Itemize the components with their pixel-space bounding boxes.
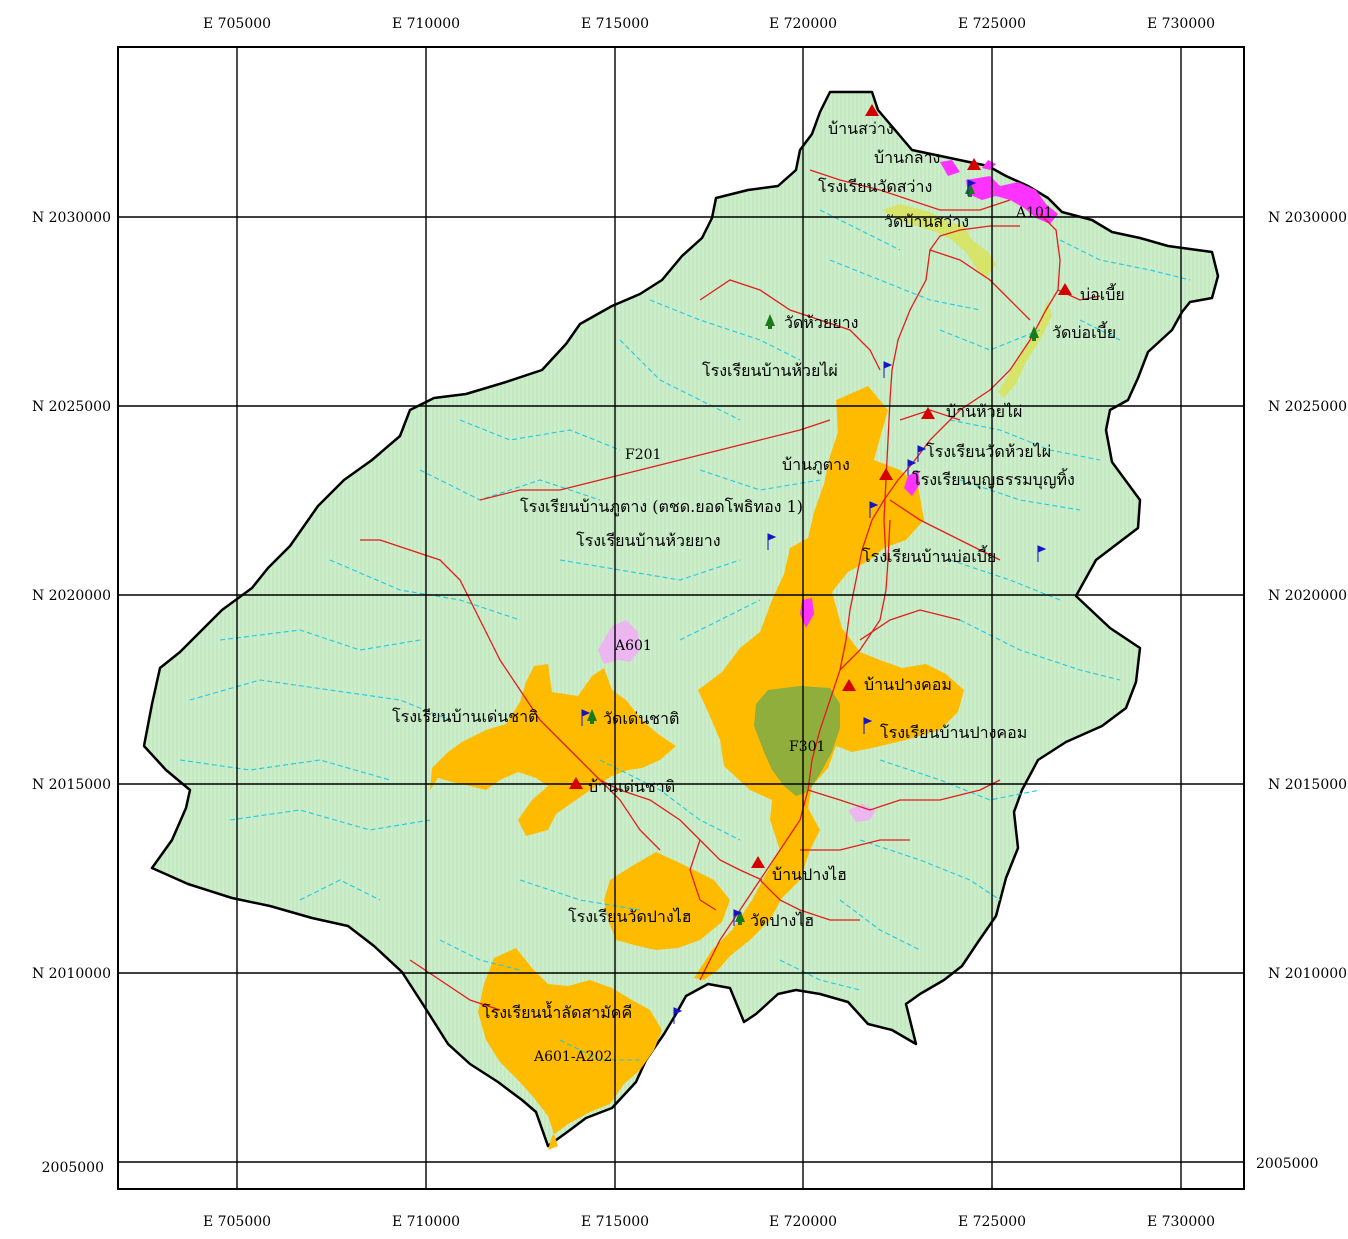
easting-label: E 715000 <box>581 1214 649 1230</box>
zone-label-a601: A601 <box>614 638 652 654</box>
place-label-ban-huai-phai: บ้านห้วยไผ่ <box>946 402 1022 421</box>
zone-label-a101: A101 <box>1015 205 1053 221</box>
place-label-school-nam-lat: โรงเรียนน้ำลัดสามัคคี <box>482 1001 632 1022</box>
place-label-school-huai-yang: โรงเรียนบ้านห้วยยาง <box>576 531 721 550</box>
village-icon[interactable] <box>921 407 935 419</box>
easting-label: E 705000 <box>203 1214 271 1230</box>
school-flag-icon[interactable] <box>907 459 917 476</box>
village-icon[interactable] <box>751 856 765 868</box>
watershed-boundary <box>142 90 1220 1148</box>
northing-label: N 2025000 <box>1268 399 1347 415</box>
place-label-wat-huai-yang: วัดห้วยยาง <box>784 313 858 332</box>
village-icon[interactable] <box>842 679 856 691</box>
orchard-zones <box>598 620 876 822</box>
place-label-wat-pang-hai: วัดปางไฮ <box>750 911 814 930</box>
northing-label: N 2025000 <box>32 399 111 415</box>
place-label-bo-bia: บ่อเบี้ย <box>1080 283 1125 304</box>
northing-label: N 2020000 <box>1268 588 1347 604</box>
northing-labels-left: N 2030000 N 2025000 N 2020000 N 2015000 … <box>32 210 111 1176</box>
northing-label: N 2010000 <box>1268 966 1347 982</box>
school-flag-icon[interactable] <box>767 533 777 550</box>
place-label-wat-ban-sawang: วัดบ้านสว่าง <box>884 212 969 231</box>
school-flag-icon[interactable] <box>863 717 873 734</box>
place-label-wat-den-chat: วัดเด่นชาติ <box>603 709 679 728</box>
place-label-school-bunthamm: โรงเรียนบุญธรรมบุญทิ้ง <box>912 468 1075 490</box>
northing-label: N 2030000 <box>32 210 111 226</box>
school-flag-icon[interactable] <box>869 501 879 518</box>
northing-label: N 2020000 <box>32 588 111 604</box>
temple-icon[interactable] <box>587 709 597 724</box>
place-label-school-den-chat: โรงเรียนบ้านเด่นชาติ <box>392 707 538 726</box>
easting-label: E 720000 <box>769 16 837 32</box>
place-label-ban-klang: บ้านกลาง <box>874 148 940 167</box>
temple-icon[interactable] <box>1029 326 1039 341</box>
school-flag-icon[interactable] <box>883 361 893 378</box>
school-flag-icon[interactable] <box>917 445 927 462</box>
school-flag-icon[interactable] <box>1037 545 1047 562</box>
northing-label: N 2030000 <box>1268 210 1347 226</box>
northing-label: 2005000 <box>1256 1156 1318 1172</box>
easting-label: E 725000 <box>958 16 1026 32</box>
temple-markers <box>587 182 1039 925</box>
place-label-ban-pang-hai: บ้านปางไฮ <box>772 865 847 884</box>
zone-label-a601-a202: A601-A202 <box>533 1049 612 1065</box>
temple-icon[interactable] <box>765 314 775 329</box>
place-label-ban-pang-khom: บ้านปางคอม <box>864 675 952 694</box>
place-label-ban-sawang: บ้านสว่าง <box>828 119 894 138</box>
place-label-school-wat-huai-phai: โรงเรียนวัดห้วยไผ่ <box>926 442 1051 461</box>
reservoir-zone <box>754 686 840 796</box>
place-label-school-phu-tang: โรงเรียนบ้านภูตาง (ตชด.ยอดโพธิทอง 1) <box>520 497 803 517</box>
grid-lines <box>118 47 1244 1189</box>
easting-label: E 730000 <box>1147 16 1215 32</box>
place-label-school-wat-sawang: โรงเรียนวัดสว่าง <box>818 177 932 196</box>
place-label-school-bo-bia: โรงเรียนบ้านบ่อเบี้ย <box>862 545 996 566</box>
easting-label: E 730000 <box>1147 1214 1215 1230</box>
northing-label: N 2015000 <box>1268 777 1347 793</box>
easting-label: E 725000 <box>958 1214 1026 1230</box>
zone-labels: F201 F301 A601 A601-A202 A101 <box>533 205 1053 1065</box>
easting-label: E 710000 <box>392 1214 460 1230</box>
village-markers <box>569 104 1072 868</box>
place-label-school-wat-pang-hai: โรงเรียนวัดปางไฮ <box>568 907 692 926</box>
school-flag-icon[interactable] <box>733 909 743 926</box>
village-icon[interactable] <box>1058 283 1072 295</box>
place-label-school-pang-khom: โรงเรียนบ้านปางคอม <box>880 723 1027 742</box>
school-flag-icon[interactable] <box>673 1007 683 1024</box>
place-label-school-huai-phai: โรงเรียนบ้านห้วยไผ่ <box>702 361 838 380</box>
place-label-ban-phu-tang: บ้านภูตาง <box>782 455 850 475</box>
school-flag-icon[interactable] <box>581 709 591 726</box>
place-label-ban-den-chat: บ้านเด่นชาติ <box>588 777 675 796</box>
village-icon[interactable] <box>879 468 893 480</box>
school-flag-icon[interactable] <box>967 179 977 196</box>
northing-label: 2005000 <box>42 1160 104 1176</box>
easting-label: E 715000 <box>581 16 649 32</box>
northing-labels-right: N 2030000 N 2025000 N 2020000 N 2015000 … <box>1256 210 1347 1172</box>
temple-icon[interactable] <box>735 910 745 925</box>
school-markers <box>581 179 1047 1024</box>
zone-label-f301: F301 <box>789 739 825 755</box>
easting-label: E 710000 <box>392 16 460 32</box>
northing-label: N 2015000 <box>32 777 111 793</box>
place-label-wat-bo-bia: วัดบ่อเบี้ย <box>1052 321 1116 342</box>
easting-labels-bottom: E 705000 E 710000 E 715000 E 720000 E 72… <box>203 1214 1215 1230</box>
easting-labels-top: E 705000 E 710000 E 715000 E 720000 E 72… <box>203 16 1215 32</box>
village-icon[interactable] <box>967 158 981 170</box>
village-icon[interactable] <box>865 104 879 116</box>
northing-label: N 2010000 <box>32 966 111 982</box>
easting-label: E 720000 <box>769 1214 837 1230</box>
zone-label-f201: F201 <box>625 447 661 463</box>
village-icon[interactable] <box>569 777 583 789</box>
place-labels: บ้านสว่าง บ้านกลาง โรงเรียนวัดสว่าง วัดบ… <box>392 119 1125 1022</box>
easting-label: E 705000 <box>203 16 271 32</box>
